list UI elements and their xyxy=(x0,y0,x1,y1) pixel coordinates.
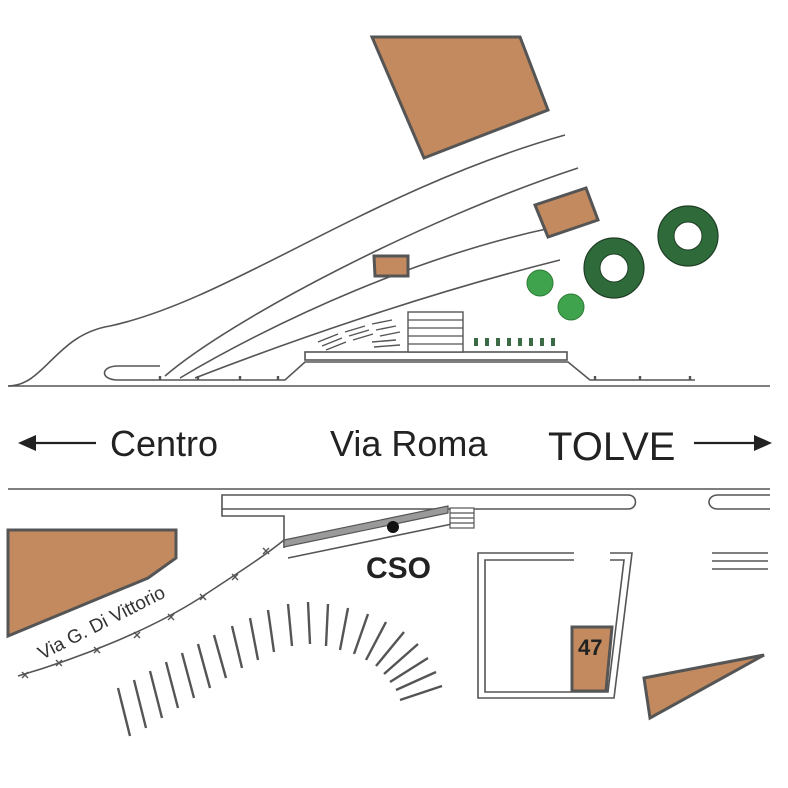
stop-label: CSO xyxy=(366,552,431,585)
bus-bay-lower xyxy=(287,523,453,559)
upper-road-outer xyxy=(7,134,566,387)
tree-icon xyxy=(583,237,645,299)
building-small-right xyxy=(533,186,600,239)
tree-icon xyxy=(557,293,585,321)
bus-stop-dot-icon xyxy=(387,521,399,533)
steps xyxy=(449,507,475,529)
sidewalk-strip xyxy=(221,494,637,510)
bus-bay-kerb xyxy=(283,505,449,548)
building-number-label: 47 xyxy=(578,635,602,660)
enclosure-outer xyxy=(477,552,633,699)
direction-left-label: Centro xyxy=(110,423,218,464)
service-lane-end-left xyxy=(103,365,160,381)
service-lane xyxy=(118,361,695,381)
sidewalk-strip-right xyxy=(708,494,770,510)
bollards xyxy=(474,338,555,346)
upper-road-inner-top xyxy=(164,167,579,377)
street-main-label: Via Roma xyxy=(330,423,488,464)
building-left xyxy=(6,528,178,639)
upper-road-service xyxy=(194,259,561,379)
bike-rack-icon xyxy=(317,319,401,351)
building-triangle xyxy=(642,653,765,721)
upper-road-inner-bottom xyxy=(179,219,596,379)
building-small-left xyxy=(372,254,410,278)
arrow-right-icon xyxy=(694,435,772,451)
direction-right-label: TOLVE xyxy=(548,425,675,469)
tree-icon xyxy=(526,269,554,297)
platform xyxy=(304,351,568,361)
building-47 xyxy=(570,625,614,693)
tree-icon xyxy=(657,205,719,267)
building-top xyxy=(369,35,550,160)
track-crosses xyxy=(21,547,270,679)
parking-lines-right xyxy=(712,552,768,570)
service-lane-marks xyxy=(158,376,692,380)
enclosure-inner xyxy=(484,559,625,693)
shelter-structure xyxy=(407,311,464,353)
bus-bay xyxy=(221,509,285,548)
via-di-vittorio-track xyxy=(17,539,285,677)
arrow-left-icon xyxy=(18,435,96,451)
parking-fan xyxy=(116,601,443,737)
